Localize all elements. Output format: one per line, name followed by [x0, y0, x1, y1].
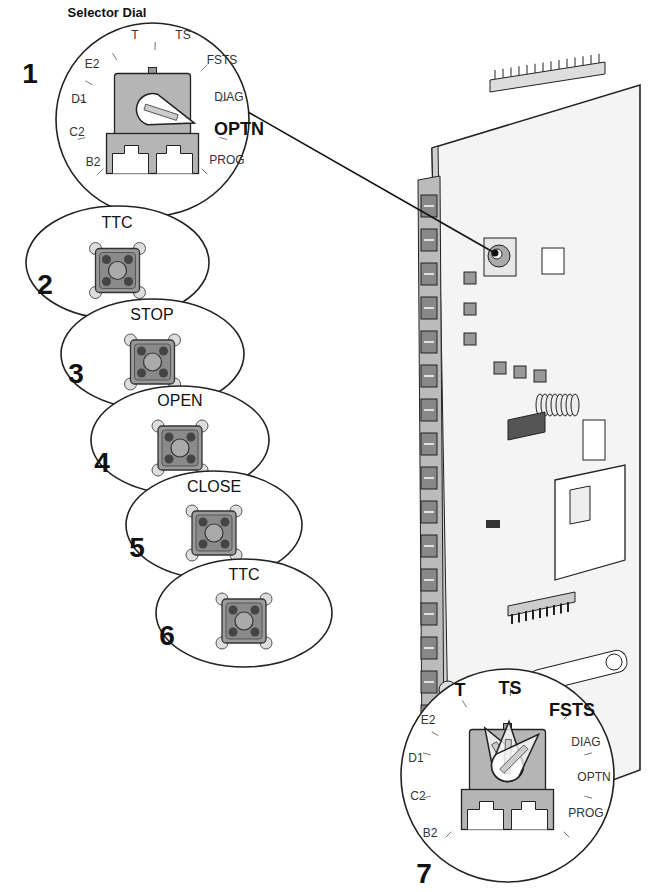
button-label: OPEN: [157, 393, 202, 409]
button-callout: TTC 6: [155, 558, 333, 668]
dial-position-label: E2: [85, 58, 100, 70]
dial-position-label: FSTS: [549, 701, 595, 719]
callout-number: 2: [37, 271, 53, 299]
dial-position-label: DIAG: [214, 91, 243, 103]
dial-position-label: TS: [498, 679, 521, 697]
dial-position-label: DIAG: [571, 736, 600, 748]
selector-dial-callout: Selector Dial1E2TTSFSTSDIAGOPTNPROGB2C2D…: [55, 22, 250, 217]
callout-number: 1: [22, 60, 38, 88]
callout-number: 6: [159, 622, 175, 650]
button-label: TTC: [101, 215, 132, 231]
callout-number: 3: [68, 360, 84, 388]
dial-position-label: PROG: [209, 154, 244, 166]
button-label: CLOSE: [187, 479, 241, 495]
dial-position-label: OPTN: [214, 120, 264, 138]
dial-position-label: D1: [408, 752, 423, 764]
selector-dial-callout: TTSFSTSE2D1C2B2DIAGOPTNPROG7: [400, 668, 615, 883]
dial-position-label: T: [455, 681, 466, 699]
dial-position-label: TS: [175, 29, 190, 41]
dial-position-label: PROG: [568, 807, 603, 819]
dial-position-label: B2: [86, 156, 101, 168]
callout-number: 7: [416, 860, 432, 888]
button-label: TTC: [228, 567, 259, 583]
dial-position-label: C2: [69, 126, 84, 138]
dial-position-label: B2: [423, 827, 438, 839]
dial-position-label: FSTS: [207, 54, 238, 66]
dial-position-label: T: [131, 29, 138, 41]
dial-position-label: Selector Dial: [68, 6, 147, 19]
button-label: STOP: [130, 307, 173, 323]
callout-number: 4: [94, 449, 110, 477]
callout-number: 5: [129, 534, 145, 562]
dial-position-label: OPTN: [577, 771, 610, 783]
dial-position-label: E2: [421, 714, 436, 726]
dial-position-label: D1: [71, 93, 86, 105]
dial-position-label: C2: [410, 790, 425, 802]
